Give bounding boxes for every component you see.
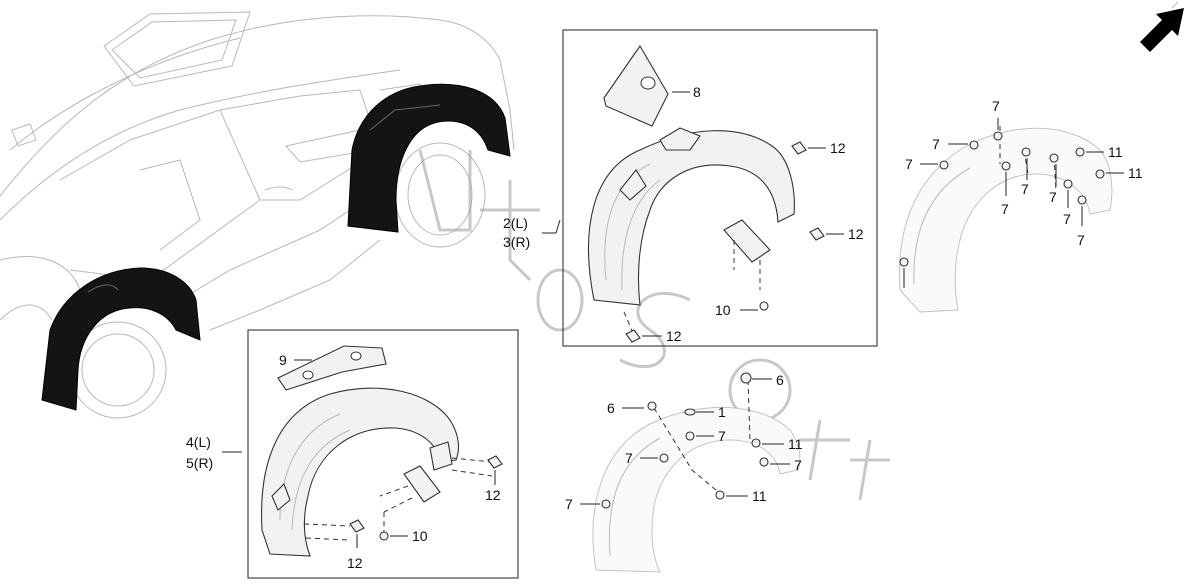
callout-9: 9 (279, 352, 287, 368)
callout-7-r7: 7 (1063, 211, 1071, 227)
fastener-6-a (647, 401, 657, 411)
nut-10-a (759, 301, 769, 311)
fastener-11-f1 (751, 438, 761, 448)
fastener-7-r9 (899, 257, 909, 267)
clip-12-a (791, 141, 807, 155)
callout-10-b: 10 (412, 528, 428, 544)
callout-7-f4: 7 (565, 496, 573, 512)
callout-8: 8 (693, 84, 701, 100)
fastener-7-f1 (685, 431, 695, 441)
part-8-cover-plate (603, 44, 669, 127)
fastener-7-f4 (601, 499, 611, 509)
fastener-11-f2 (715, 490, 725, 500)
front-fastener-layout (592, 406, 801, 573)
arrow-up-right-icon (1140, 1, 1184, 52)
callout-12-e: 12 (347, 555, 363, 571)
rear-liner-detail-box (247, 329, 519, 579)
callout-7-r4: 7 (1001, 201, 1009, 217)
callout-7-f3: 7 (794, 457, 802, 473)
callout-7-f2: 7 (625, 450, 633, 466)
callout-5R: 5(R) (186, 455, 213, 471)
callout-7-r3: 7 (905, 156, 913, 172)
fastener-7-f3 (759, 457, 769, 467)
fastener-7-f2 (659, 453, 669, 463)
watermark-logo (418, 149, 890, 501)
clip-12-b (809, 227, 825, 241)
clip-12-c (625, 329, 641, 343)
callout-11-r1: 11 (1108, 144, 1123, 160)
callout-3R: 3(R) (503, 234, 530, 250)
fastener-7-r6 (1049, 153, 1059, 163)
callout-11-r2: 11 (1128, 165, 1143, 181)
callout-7-f1: 7 (718, 428, 726, 444)
clip-12-e (349, 519, 365, 533)
rear-liner-highlight (41, 267, 201, 411)
callout-2L: 2(L) (503, 215, 528, 231)
callout-1: 1 (718, 404, 726, 420)
fastener-1 (684, 408, 696, 416)
callout-12-c: 12 (666, 328, 682, 344)
callout-11-f2: 11 (752, 488, 767, 504)
fastener-6-b (740, 372, 752, 384)
callout-6-a: 6 (607, 400, 615, 416)
fastener-7-r4 (1001, 161, 1011, 171)
fastener-7-r7 (1063, 179, 1073, 189)
callout-7-r8: 7 (1077, 232, 1085, 248)
front-liner-highlight (347, 83, 511, 233)
clip-12-d (487, 455, 503, 469)
fastener-11-r2 (1095, 169, 1105, 179)
callout-12-b: 12 (848, 226, 864, 242)
part-9-cover-plate (277, 345, 387, 391)
fastener-7-r8 (1077, 195, 1087, 205)
callout-7-r5: 7 (1021, 181, 1029, 197)
callout-12-a: 12 (830, 140, 846, 156)
front-wheel-liner-part (588, 127, 795, 306)
fastener-7-r5 (1021, 147, 1031, 157)
callout-7-r1: 7 (992, 98, 1000, 114)
fastener-7-r3 (939, 160, 949, 170)
callout-6-b: 6 (776, 372, 784, 388)
rear-fastener-layout (898, 127, 1113, 313)
nut-10-b (379, 531, 389, 541)
callout-7-r6: 7 (1049, 189, 1057, 205)
front-liner-detail-box (562, 29, 878, 347)
fastener-11-r1 (1075, 147, 1085, 157)
fastener-7-r2 (969, 140, 979, 150)
callout-11-f1: 11 (788, 436, 803, 452)
fastener-7-r1 (993, 131, 1003, 141)
rear-wheel-liner-part (260, 387, 460, 557)
rear-liner-bracket (403, 465, 441, 503)
callout-4L: 4(L) (186, 434, 211, 450)
callout-7-r2: 7 (932, 136, 940, 152)
callout-10-a: 10 (715, 302, 731, 318)
callout-12-d: 12 (485, 487, 501, 503)
front-liner-bracket (723, 219, 771, 263)
